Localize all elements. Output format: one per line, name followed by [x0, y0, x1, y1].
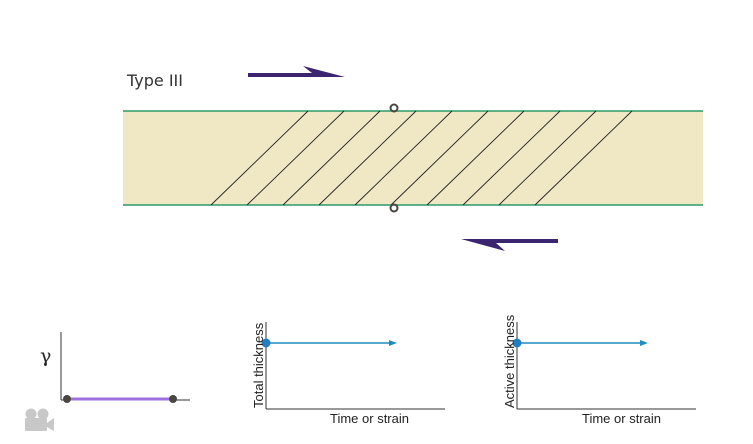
shear-line — [462, 110, 561, 206]
type-label: Type III — [127, 71, 183, 90]
total-thickness-x-label: Time or strain — [330, 411, 409, 426]
top-marker[interactable] — [389, 103, 399, 113]
shear-line — [498, 110, 597, 206]
total-thickness-y-label: Total thickness — [251, 322, 266, 408]
top-shear-arrow — [248, 66, 345, 77]
movie-camera-icon[interactable] — [25, 408, 54, 432]
active-thickness-y-label: Active thickness — [502, 314, 517, 408]
active-thickness-arrowhead — [640, 340, 648, 346]
total-thickness-graph: Total thickness Time or strain — [251, 322, 445, 426]
gamma-start-dot[interactable] — [63, 395, 71, 403]
shear-line — [318, 110, 417, 206]
shear-line — [534, 110, 633, 206]
shear-line — [246, 110, 345, 206]
total-thickness-dot[interactable] — [261, 338, 271, 348]
gamma-end-dot[interactable] — [169, 395, 177, 403]
active-thickness-graph: Active thickness Time or strain — [502, 314, 696, 426]
shear-line — [390, 110, 489, 206]
bottom-marker[interactable] — [389, 203, 399, 213]
active-thickness-x-label: Time or strain — [582, 411, 661, 426]
bottom-shear-arrow — [461, 239, 558, 251]
active-thickness-dot[interactable] — [512, 338, 522, 348]
shear-line — [354, 110, 453, 206]
shear-line — [282, 110, 381, 206]
gamma-graph: γ — [40, 332, 190, 403]
shear-line — [210, 110, 309, 206]
gamma-y-label: γ — [40, 345, 51, 367]
total-thickness-arrowhead — [389, 340, 397, 346]
shear-lines — [210, 110, 633, 206]
shear-zone-band — [123, 111, 703, 205]
shear-line — [426, 110, 525, 206]
